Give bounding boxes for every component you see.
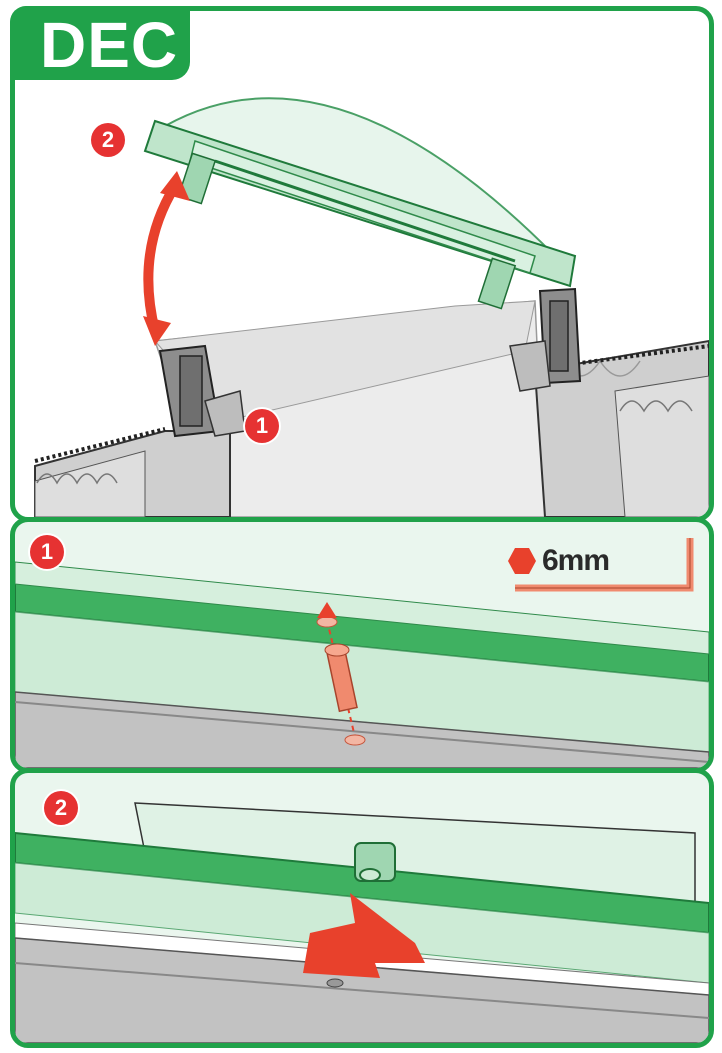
hex-key-size: 6mm xyxy=(542,544,610,577)
step-badge-2-overview: 2 xyxy=(91,123,125,157)
frame-lift-illustration xyxy=(15,802,709,1043)
hex-key-icon xyxy=(507,546,537,576)
step-2-panel xyxy=(10,768,714,1048)
step-badge-2: 2 xyxy=(44,791,78,825)
step-1-panel xyxy=(10,517,714,773)
step-badge-1-overview: 1 xyxy=(245,409,279,443)
title-tab: DEC xyxy=(10,6,190,81)
page-title: DEC xyxy=(40,9,179,81)
skylight-overview-illustration xyxy=(34,97,709,517)
overview-panel xyxy=(10,6,714,522)
step-badge-1: 1 xyxy=(30,535,64,569)
screw-removal-illustration xyxy=(15,538,709,768)
